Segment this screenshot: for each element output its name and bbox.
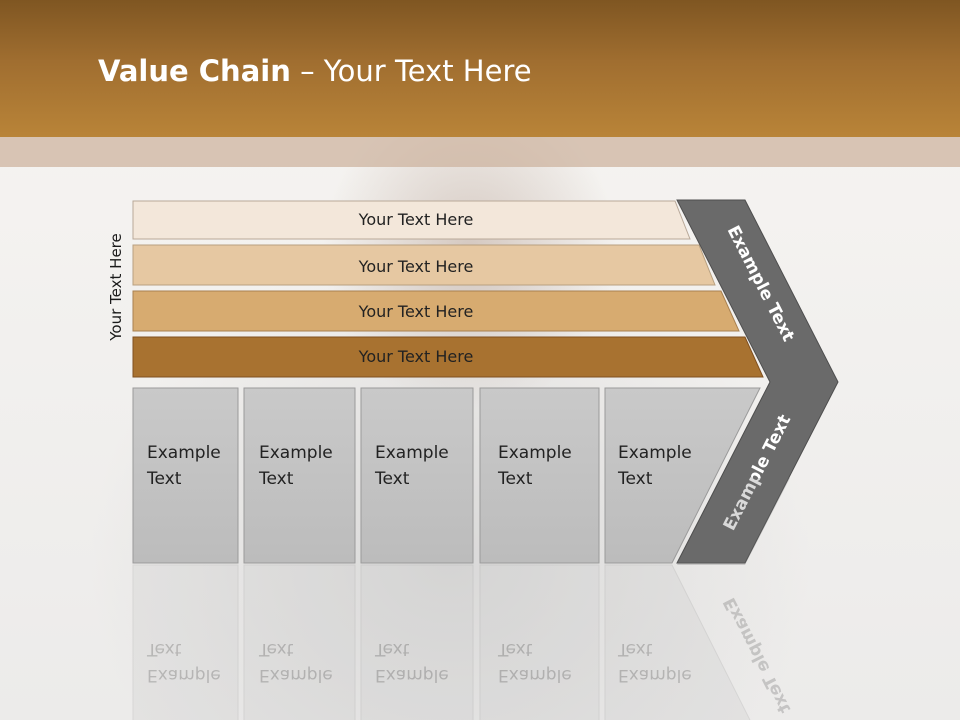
- box-label-1-line2: Text: [146, 469, 182, 489]
- reflection-chevron: [677, 478, 790, 565]
- row-bar-2: [132, 244, 716, 286]
- reflection-box-label-1b: Text: [146, 639, 182, 659]
- reflection-box-label-2b: Text: [258, 639, 294, 659]
- box-label-5-line1: Example: [618, 443, 692, 463]
- box-label-1-line1: Example: [147, 443, 221, 463]
- row-label-3: Your Text Here: [358, 302, 474, 321]
- reflection-box-label-4: Example: [498, 665, 572, 685]
- reflection-box-5: [604, 564, 751, 720]
- row-bar-1: [132, 200, 691, 240]
- box-label-3-line1: Example: [375, 443, 449, 463]
- reflection-box-label-1: Example: [147, 665, 221, 685]
- chevron-arrow: [676, 199, 839, 564]
- box-label-2-line2: Text: [258, 469, 294, 489]
- reflection-box-label-3: Example: [375, 665, 449, 685]
- reflection-box-label-2: Example: [259, 665, 333, 685]
- activity-box-4: [479, 387, 600, 564]
- box-label-2-line1: Example: [259, 443, 333, 463]
- slide-title: Value Chain – Your Text Here: [98, 54, 532, 88]
- reflection-box-label-3b: Text: [374, 639, 410, 659]
- box-label-3-line2: Text: [374, 469, 410, 489]
- title-rest: – Your Text Here: [290, 54, 532, 88]
- activity-box-1: [132, 387, 239, 564]
- activity-box-2: [243, 387, 356, 564]
- box-label-5-line2: Text: [617, 469, 653, 489]
- reflection-box-3: [360, 564, 474, 720]
- title-bold: Value Chain: [98, 54, 291, 88]
- row-label-1: Your Text Here: [358, 210, 474, 229]
- header-band: [0, 137, 960, 167]
- row-label-4: Your Text Here: [358, 347, 474, 366]
- reflection-box-1: [132, 564, 239, 720]
- reflection-box-label-5: Example: [618, 665, 692, 685]
- reflection-box-label-4b: Text: [497, 639, 533, 659]
- activity-box-5: [604, 387, 761, 564]
- row-bar-4: [132, 336, 764, 378]
- activity-box-3: [360, 387, 474, 564]
- reflection-box-label-5b: Text: [617, 639, 653, 659]
- reflection-box-4: [479, 564, 600, 720]
- box-label-4-line2: Text: [497, 469, 533, 489]
- box-label-4-line1: Example: [498, 443, 572, 463]
- row-bar-3: [132, 290, 740, 332]
- row-label-2: Your Text Here: [358, 257, 474, 276]
- header-bar: [0, 0, 960, 137]
- diagram-reflection: Example Text Example Text Example Text E…: [132, 478, 795, 720]
- reflection-box-2: [243, 564, 356, 720]
